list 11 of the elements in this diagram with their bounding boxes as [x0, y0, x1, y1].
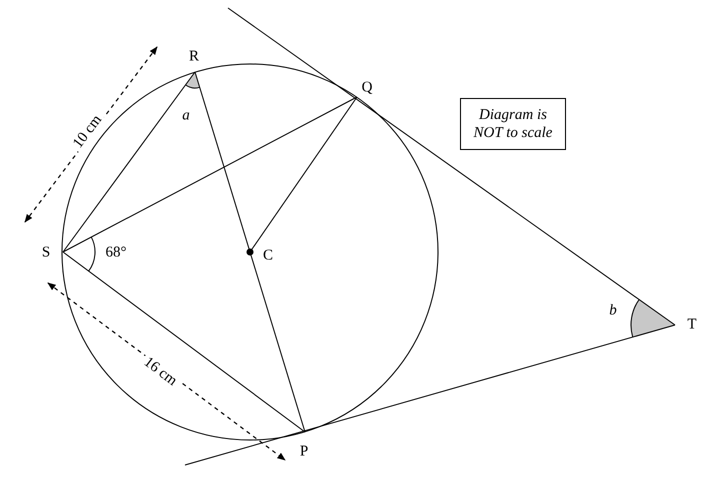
angle-label: 68°	[106, 246, 126, 260]
point-label: P	[300, 444, 308, 460]
angle-label: b	[609, 304, 617, 318]
note-box	[460, 98, 566, 150]
point-label: R	[189, 50, 199, 64]
point-label: T	[687, 318, 697, 332]
point-label: C	[263, 248, 273, 264]
angle-label: a	[182, 108, 190, 124]
note-text: Diagram is NOT to scale	[472, 106, 554, 142]
point-label: Q	[362, 80, 372, 96]
point-label: S	[42, 246, 50, 260]
